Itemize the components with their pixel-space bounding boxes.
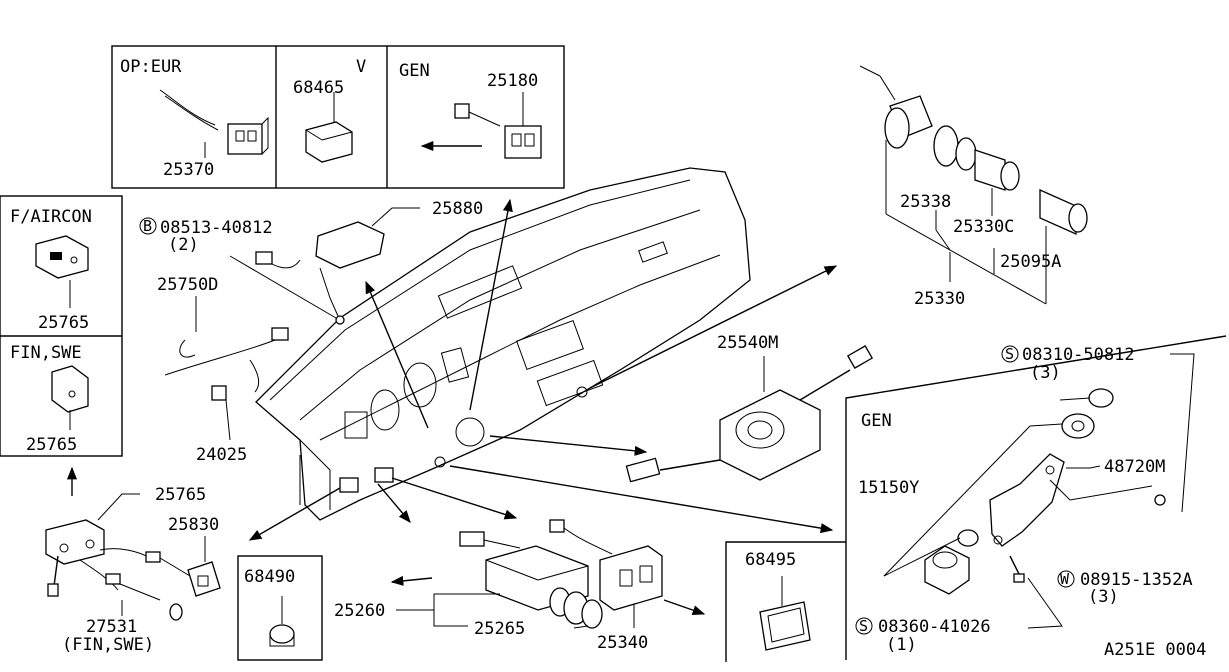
symbol-w: W — [1060, 570, 1070, 588]
part-68465-clip — [305, 121, 353, 163]
box-label-f-aircon: F/AIRCON — [10, 207, 92, 227]
symbol-s2-circle — [855, 617, 873, 635]
part-25180-switch — [454, 103, 542, 159]
label-25260: 25260 — [334, 601, 385, 621]
arrow-to-68490-b — [390, 575, 433, 586]
label-25750d: 25750D — [157, 275, 218, 295]
label-25765-a: 25765 — [38, 313, 89, 333]
part-cigarette-lighter — [859, 65, 1088, 236]
part-25830-switch — [99, 548, 221, 597]
label-w-qty: (3) — [1088, 587, 1119, 607]
label-08360-41026: 08360-41026 — [878, 617, 991, 637]
part-25765-bracket-b — [51, 365, 89, 413]
label-25095a: 25095A — [1000, 252, 1061, 272]
arrow-to-25540m — [489, 435, 648, 456]
option-box-68495 — [725, 541, 846, 662]
diagram-id: A251E 0004 — [1104, 640, 1206, 660]
arrow-to-gen-box — [449, 465, 834, 534]
label-27531: 27531 — [86, 617, 137, 637]
arrow-to-lighter — [589, 265, 838, 389]
arrow-to-25880 — [365, 280, 429, 429]
label-48720m: 48720M — [1104, 457, 1165, 477]
label-25338: 25338 — [900, 192, 951, 212]
label-s1-qty: (3) — [1030, 363, 1061, 383]
part-25750d-harness — [164, 327, 289, 401]
symbol-b: B — [143, 217, 152, 235]
part-27531-harness — [79, 559, 183, 621]
label-15150y: 15150Y — [858, 478, 919, 498]
label-08310-50812: 08310-50812 — [1022, 345, 1135, 365]
label-25180: 25180 — [487, 71, 538, 91]
box-label-fin-swe: FIN,SWE — [10, 343, 82, 363]
instrument-panel — [255, 167, 751, 521]
label-68495: 68495 — [745, 550, 796, 570]
label-25330c: 25330C — [953, 217, 1014, 237]
option-box-gen-right — [845, 335, 1227, 660]
symbol-s1-circle — [1001, 345, 1019, 363]
label-08513-40812: 08513-40812 — [160, 218, 273, 238]
label-25540m: 25540M — [717, 333, 778, 353]
label-08915-1352a: 08915-1352A — [1080, 570, 1193, 590]
part-25540m-switch — [625, 345, 874, 483]
box-label-gen-top: GEN — [399, 61, 430, 81]
part-25340-switch — [549, 519, 663, 611]
label-25830: 25830 — [168, 515, 219, 535]
label-25765-c: 25765 — [155, 485, 206, 505]
option-box-left — [0, 195, 123, 457]
option-box-68490 — [237, 555, 323, 661]
label-25765-b: 25765 — [26, 435, 77, 455]
box-label-op-eur: OP:EUR — [120, 57, 182, 77]
box-label-gen-right: GEN — [861, 411, 892, 431]
part-25265-knob — [549, 587, 603, 629]
symbol-s1: S — [1005, 345, 1014, 363]
arrow-to-top-box — [469, 198, 513, 411]
symbol-b-circle — [139, 217, 157, 235]
arrow-to-68490 — [248, 487, 341, 541]
label-68490: 68490 — [244, 567, 295, 587]
label-68465: 68465 — [293, 78, 344, 98]
arrow-to-68495 — [663, 599, 706, 616]
label-25880: 25880 — [432, 199, 483, 219]
part-48720m-bracket — [989, 453, 1065, 583]
part-25880-connector — [255, 221, 385, 325]
option-box-top — [111, 45, 565, 189]
symbol-w-circle — [1057, 570, 1075, 588]
symbol-s2: S — [859, 617, 868, 635]
label-24025: 24025 — [196, 445, 247, 465]
label-27531-note: (FIN,SWE) — [62, 635, 154, 655]
arrow-to-25340 — [391, 477, 518, 520]
label-25340: 25340 — [597, 633, 648, 653]
part-25765-bracket-c — [45, 519, 105, 597]
label-25330: 25330 — [914, 289, 965, 309]
arrow-to-25260 — [377, 483, 411, 523]
label-bolt-qty: (2) — [168, 235, 199, 255]
label-25265: 25265 — [474, 619, 525, 639]
label-25370: 25370 — [163, 160, 214, 180]
part-15150y-switch — [924, 388, 1114, 595]
box-label-v: V — [356, 57, 366, 77]
part-25765-bracket-a — [35, 235, 89, 279]
part-25370-switch — [159, 89, 269, 155]
label-s2-qty: (1) — [886, 635, 917, 655]
